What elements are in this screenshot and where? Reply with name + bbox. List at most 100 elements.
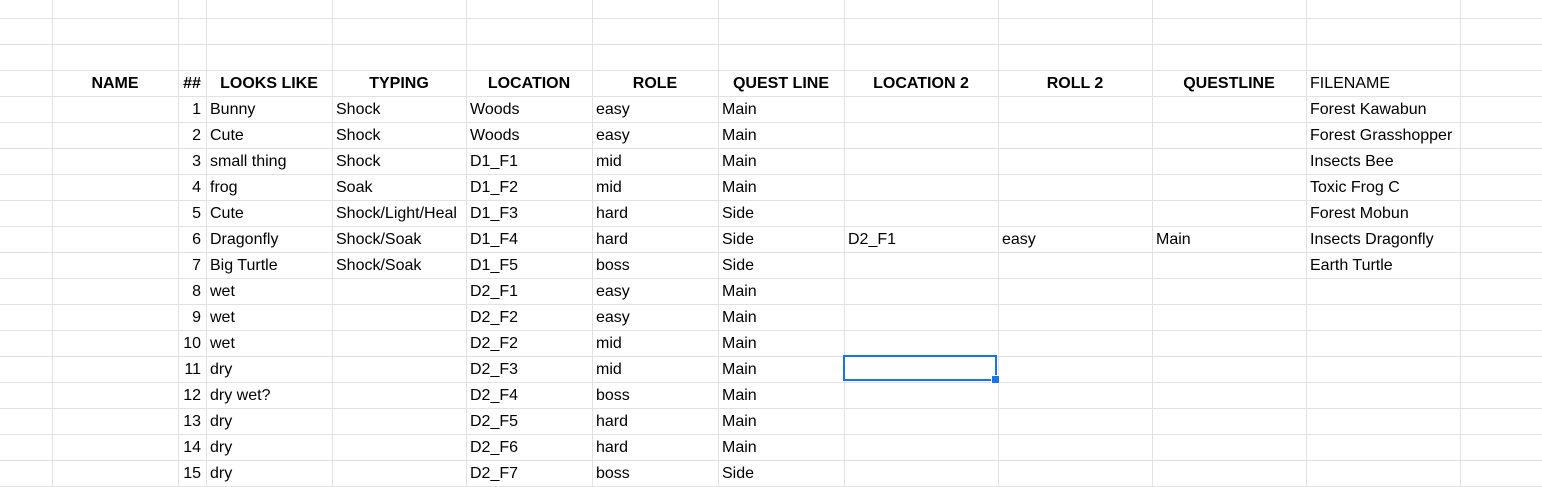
cell-location-2[interactable] — [844, 409, 998, 434]
cell-questline[interactable] — [1152, 331, 1306, 356]
header-number[interactable]: ## — [183, 75, 201, 92]
cell-roll-2[interactable] — [998, 331, 1152, 356]
cell-number[interactable]: 9 — [192, 309, 201, 326]
cell-location[interactable]: Woods — [470, 127, 520, 144]
cell-looks-like[interactable]: dry — [210, 413, 233, 430]
cell-quest-line[interactable]: Side — [722, 205, 755, 222]
cell-number[interactable]: 10 — [183, 335, 201, 352]
cell-location-2[interactable] — [844, 97, 998, 122]
cell-location-2[interactable] — [844, 123, 998, 148]
cell-location[interactable]: D2_F2 — [470, 309, 519, 326]
cell-roll-2[interactable] — [998, 97, 1152, 122]
cell-role[interactable]: hard — [596, 231, 629, 248]
header-role[interactable]: ROLE — [632, 75, 678, 92]
cell-filename[interactable] — [1306, 435, 1460, 460]
cell-looks-like[interactable]: Dragonfly — [210, 231, 279, 248]
cell-roll-2[interactable] — [998, 201, 1152, 226]
cell-quest-line[interactable]: Main — [722, 309, 757, 326]
cell-location[interactable]: D1_F1 — [470, 153, 519, 170]
cell-roll-2[interactable] — [998, 123, 1152, 148]
cell-name[interactable] — [52, 435, 178, 460]
cell-number[interactable]: 5 — [192, 205, 201, 222]
cell-roll-2[interactable] — [998, 175, 1152, 200]
cell-location-2[interactable] — [844, 201, 998, 226]
header-looks-like[interactable]: LOOKS LIKE — [220, 75, 318, 92]
cell-looks-like[interactable]: dry wet? — [210, 387, 271, 404]
cell-role[interactable]: boss — [596, 257, 630, 274]
cell-typing[interactable]: Shock — [336, 153, 381, 170]
cell-number[interactable]: 6 — [192, 231, 201, 248]
cell-looks-like[interactable]: Cute — [210, 127, 244, 144]
cell-roll-2[interactable]: easy — [1002, 231, 1036, 248]
cell-questline[interactable] — [1152, 305, 1306, 330]
cell-location[interactable]: D2_F3 — [470, 361, 519, 378]
cell-quest-line[interactable]: Main — [722, 361, 757, 378]
cell-role[interactable]: hard — [596, 205, 629, 222]
cell-questline[interactable] — [1152, 149, 1306, 174]
cell-filename[interactable] — [1306, 279, 1460, 304]
cell-name[interactable] — [52, 123, 178, 148]
cell-quest-line[interactable]: Side — [722, 257, 755, 274]
cell-role[interactable]: mid — [596, 179, 622, 196]
cell-quest-line[interactable]: Main — [722, 439, 757, 456]
cell-looks-like[interactable]: small thing — [210, 153, 287, 170]
cell-typing[interactable] — [332, 279, 466, 304]
cell-typing[interactable] — [332, 461, 466, 486]
cell-filename[interactable] — [1306, 331, 1460, 356]
cell-number[interactable]: 12 — [183, 387, 201, 404]
cell-name[interactable] — [52, 175, 178, 200]
cell-quest-line[interactable]: Side — [722, 231, 755, 248]
cell-filename[interactable]: Forest Kawabun — [1310, 101, 1427, 118]
cell-location-2[interactable] — [844, 279, 998, 304]
cell-questline[interactable] — [1152, 435, 1306, 460]
cell-location[interactable]: D2_F1 — [470, 283, 519, 300]
cell-filename[interactable] — [1306, 461, 1460, 486]
cell-location-2[interactable] — [844, 149, 998, 174]
cell-number[interactable]: 14 — [183, 439, 201, 456]
cell-roll-2[interactable] — [998, 461, 1152, 486]
cell-quest-line[interactable]: Main — [722, 127, 757, 144]
cell-typing[interactable] — [332, 383, 466, 408]
cell-typing[interactable]: Shock/Soak — [336, 257, 422, 274]
cell-filename[interactable]: Earth Turtle — [1310, 257, 1393, 274]
cell-role[interactable]: mid — [596, 153, 622, 170]
cell-roll-2[interactable] — [998, 305, 1152, 330]
cell-looks-like[interactable]: wet — [210, 283, 235, 300]
cell-looks-like[interactable]: wet — [210, 309, 235, 326]
cell-number[interactable]: 4 — [192, 179, 201, 196]
cell-role[interactable]: mid — [596, 361, 622, 378]
cell-name[interactable] — [52, 227, 178, 252]
header-roll-2[interactable]: ROLL 2 — [1046, 75, 1104, 92]
cell-filename[interactable] — [1306, 305, 1460, 330]
cell-questline[interactable] — [1152, 461, 1306, 486]
cell-name[interactable] — [52, 383, 178, 408]
cell-role[interactable]: boss — [596, 387, 630, 404]
cell-questline[interactable] — [1152, 97, 1306, 122]
selected-cell[interactable] — [843, 355, 1000, 384]
cell-location[interactable]: D2_F4 — [470, 387, 519, 404]
cell-looks-like[interactable]: Bunny — [210, 101, 256, 118]
cell-location[interactable]: D1_F2 — [470, 179, 519, 196]
cell-name[interactable] — [52, 305, 178, 330]
cell-questline[interactable] — [1152, 409, 1306, 434]
cell-questline[interactable] — [1152, 383, 1306, 408]
cell-roll-2[interactable] — [998, 383, 1152, 408]
cell-location-2[interactable] — [844, 175, 998, 200]
cell-looks-like[interactable]: Big Turtle — [210, 257, 278, 274]
header-quest-line[interactable]: QUEST LINE — [732, 75, 829, 92]
cell-quest-line[interactable]: Main — [722, 179, 757, 196]
cell-filename[interactable]: Toxic Frog C — [1310, 179, 1400, 196]
cell-questline[interactable] — [1152, 175, 1306, 200]
cell-typing[interactable]: Soak — [336, 179, 373, 196]
cell-location[interactable]: D1_F3 — [470, 205, 519, 222]
cell-number[interactable]: 15 — [183, 465, 201, 482]
cell-quest-line[interactable]: Main — [722, 101, 757, 118]
cell-location[interactable]: D1_F5 — [470, 257, 519, 274]
header-location[interactable]: LOCATION — [487, 75, 571, 92]
cell-name[interactable] — [52, 357, 178, 382]
cell-looks-like[interactable]: wet — [210, 335, 235, 352]
cell-typing[interactable]: Shock — [336, 127, 381, 144]
cell-name[interactable] — [52, 97, 178, 122]
cell-roll-2[interactable] — [998, 409, 1152, 434]
cell-quest-line[interactable]: Side — [722, 465, 755, 482]
